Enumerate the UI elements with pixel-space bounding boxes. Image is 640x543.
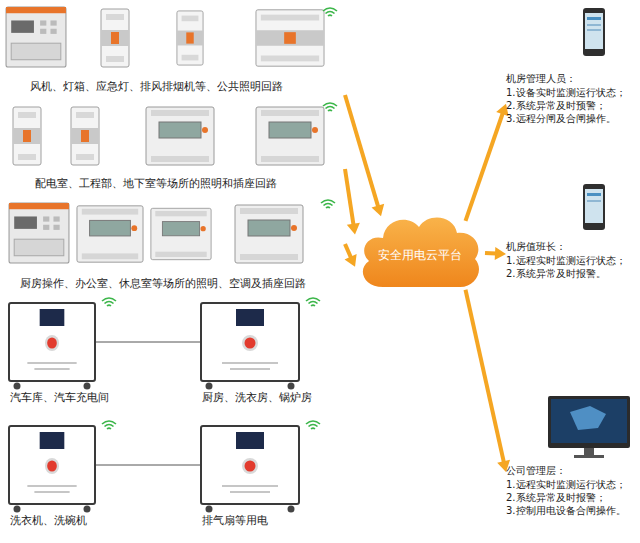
phone-screen (585, 189, 603, 223)
node-label: 厨房、洗衣房、锅炉房 (202, 391, 312, 404)
role-duty: 2.系统异常及时报警。 (506, 267, 638, 280)
cloud-platform: 安全用电云平台 (355, 207, 485, 299)
node-label: 风机、灯箱、应急灯、排风排烟机等、公共照明回路 (30, 80, 283, 93)
connector-line (466, 290, 504, 462)
breaker-device (71, 107, 99, 165)
node-label: 洗衣机、洗碗机 (10, 514, 87, 527)
cabinet-wheel (206, 383, 213, 390)
monitor-frame (548, 396, 630, 448)
monitor-base (574, 455, 604, 458)
phone-body (583, 184, 605, 230)
meter-device (9, 203, 69, 263)
device-group: 配电室、工程部、地下室等场所的照明和插座回路 (5, 100, 345, 192)
connector (345, 169, 360, 235)
wifi-icon (102, 298, 116, 306)
cabinet-details (200, 425, 300, 505)
role-heading: 机房值班长： (506, 240, 638, 253)
wifi-icon (102, 421, 116, 429)
user-block: 机房管理人员：1.设备实时监测运行状态；2.系统异常及时预警；3.远程分闸及合闸… (506, 72, 638, 125)
role-heading: 机房管理人员： (506, 72, 638, 85)
connector (96, 465, 200, 466)
connector (485, 247, 506, 260)
monitor-screen (551, 399, 627, 443)
arrow-head (495, 247, 506, 260)
node-label: 配电室、工程部、地下室等场所的照明和插座回路 (35, 177, 277, 190)
phone-ui (587, 29, 601, 31)
wifi-icon (323, 8, 337, 16)
cabinet-box: 排气扇等用电 (200, 425, 300, 505)
phone-ui (587, 24, 601, 26)
arrow-head (345, 254, 357, 267)
user-block: 公司管理层：1.远程实时监测运行状态；2.系统异常及时报警；3.控制用电设备合闸… (506, 464, 638, 517)
phone-body (583, 8, 605, 56)
cabinet-box: 洗衣机、洗碗机 (8, 425, 96, 505)
cabinet-box: 汽车库、汽车充电间 (8, 302, 96, 382)
connector (345, 244, 357, 267)
phone-ui (587, 193, 601, 196)
breaker-device (101, 9, 129, 67)
wifi-icon (321, 200, 335, 208)
device-group: 风机、灯箱、应急灯、排风排烟机等、公共照明回路 (5, 3, 345, 95)
role-duty: 1.远程实时监测运行状态； (506, 254, 638, 267)
module-device (235, 205, 303, 263)
node-label: 厨房操作、办公室、休息室等场所的照明、空调及插座回路 (20, 277, 306, 290)
wifi-icon (306, 298, 320, 306)
connector (96, 342, 200, 343)
connector-line (96, 465, 200, 466)
wifi-icon (306, 421, 320, 429)
cabinet-wheel (84, 506, 91, 513)
monitor-map (570, 406, 606, 430)
node-label: 安全用电云平台 (378, 248, 462, 262)
connector-line (466, 113, 503, 221)
cabinet-wheel (84, 383, 91, 390)
cabinet-details (8, 425, 96, 505)
phone-ui (587, 17, 601, 20)
role-duty: 2.系统异常及时预警； (506, 99, 638, 112)
role-duty: 3.控制用电设备合闸操作。 (506, 504, 638, 517)
cabinet-wheel (288, 506, 295, 513)
meter-device (6, 7, 66, 67)
breaker-device (13, 107, 41, 165)
cabinet-wheel (14, 383, 21, 390)
role-heading: 公司管理层： (506, 464, 638, 477)
role-duty: 1.设备实时监测运行状态； (506, 86, 638, 99)
breaker-device (256, 10, 324, 66)
cloud-outline (363, 217, 479, 287)
cabinet-details (200, 302, 300, 382)
module-device (146, 107, 214, 165)
module-device (151, 208, 211, 259)
breaker-device (177, 11, 203, 65)
connector-line (96, 342, 200, 343)
connector (466, 290, 511, 472)
role-duty: 2.系统异常及时报警； (506, 491, 638, 504)
connector (466, 104, 509, 221)
cabinet-wheel (206, 506, 213, 513)
phone-ui (587, 200, 601, 202)
cabinet-box: 厨房、洗衣房、锅炉房 (200, 302, 300, 382)
role-duty: 3.远程分闸及合闸操作。 (506, 112, 638, 125)
wifi-icon (323, 103, 337, 111)
cabinet-details (8, 302, 96, 382)
role-duty: 1.远程实时监测运行状态； (506, 478, 638, 491)
node-label: 排气扇等用电 (202, 514, 268, 527)
device-group: 厨房操作、办公室、休息室等场所的照明、空调及插座回路 (5, 196, 345, 292)
cabinet-wheel (288, 383, 295, 390)
module-device (256, 107, 324, 165)
arrow-head (372, 204, 385, 216)
cabinet-wheel (14, 506, 21, 513)
user-block: 机房值班长：1.远程实时监测运行状态；2.系统异常及时报警。 (506, 240, 638, 280)
connector-line (485, 251, 496, 256)
arrow-head (347, 223, 360, 235)
phone-screen (585, 13, 603, 49)
monitor-stand (584, 448, 594, 455)
module-device (77, 206, 143, 262)
node-label: 汽车库、汽车充电间 (10, 391, 109, 404)
connector-line (345, 244, 351, 258)
connector-line (345, 169, 353, 225)
